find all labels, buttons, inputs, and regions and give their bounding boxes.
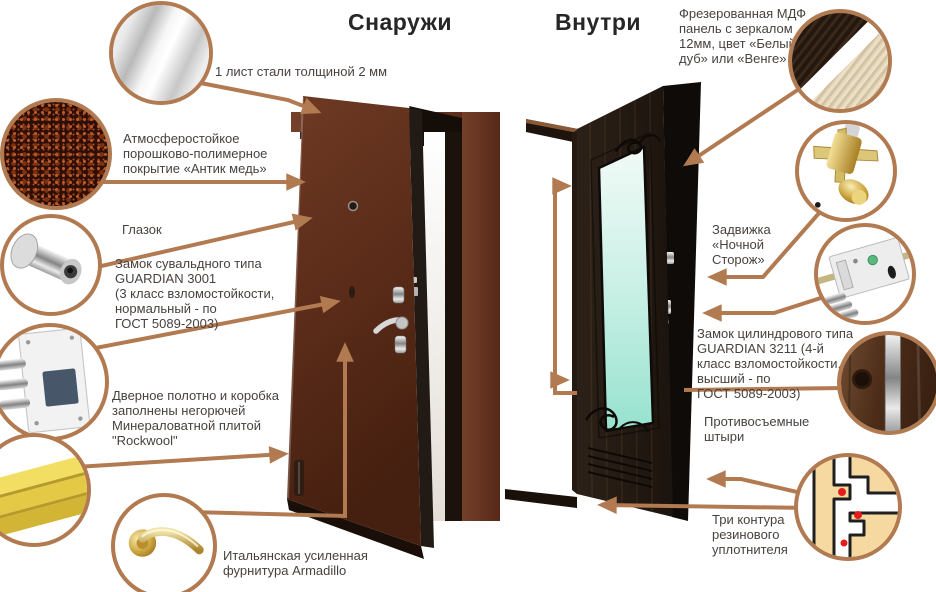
line-mineral-wool <box>59 446 289 470</box>
line-steel <box>184 78 322 115</box>
cylinder-lock-icon <box>818 237 912 321</box>
mdf-wood-samples-thumbnail <box>788 9 892 113</box>
copper-texture-icon <box>4 102 108 206</box>
suvald-lock-thumbnail <box>0 323 109 441</box>
callout-steel-sheet: 1 лист стали толщиной 2 мм <box>215 64 388 79</box>
callout-mdf-panel: Фрезерованная МДФ панель с зеркалом 12мм… <box>679 6 807 66</box>
night-latch-thumbnail <box>795 120 897 222</box>
peephole-icon <box>10 233 82 285</box>
cylinder-lock-thumbnail <box>814 223 916 325</box>
seal-diagram-icon <box>812 457 898 557</box>
callout-mineral-wool: Дверное полотно и коробка заполнены него… <box>112 388 279 448</box>
callout-night-latch: Задвижка «Ночной Сторож» <box>712 222 771 267</box>
night-latch-icon <box>813 124 879 208</box>
section-title-inside: Внутри <box>555 9 642 35</box>
gold-handle-icon <box>128 527 204 557</box>
line-seal-short <box>706 470 811 497</box>
mineral-wool-icon <box>0 449 87 543</box>
callout-cylinder-lock: Замок цилиндрового типа GUARDIAN 3211 (4… <box>697 326 854 401</box>
callout-hardware: Итальянская усиленная фурнитура Armadill… <box>223 548 368 578</box>
line-handle <box>189 342 354 519</box>
line-pins-right <box>683 386 846 392</box>
line-night-latch <box>707 210 822 286</box>
seal-cross-section-thumbnail <box>794 453 902 561</box>
anti-removal-pin-thumbnail <box>837 331 936 435</box>
peephole-thumbnail <box>0 214 102 316</box>
steel-sheet-icon <box>113 5 209 101</box>
inside-door-photo <box>505 82 701 521</box>
line-cylinder-lock <box>702 293 831 322</box>
mineral-wool-thumbnail <box>0 433 91 547</box>
line-pins-riser <box>552 177 577 395</box>
antik-copper-coating-thumbnail <box>0 98 112 210</box>
line-seal-long <box>597 496 811 514</box>
callout-anti-removal-pins: Противосъемные штыри <box>704 414 810 444</box>
callout-coating: Атмосферостойкое порошково-полимерное по… <box>123 131 268 176</box>
line-suvald-lock <box>84 295 341 352</box>
suvald-lock-icon <box>0 327 91 434</box>
line-mdf-panel <box>683 83 807 167</box>
line-peephole <box>74 213 313 274</box>
callout-rubber-seal: Три контура резинового уплотнителя <box>712 512 788 557</box>
steel-sheet-thumbnail <box>109 1 213 105</box>
anti-removal-pin-icon <box>841 335 936 431</box>
callout-peephole: Глазок <box>122 222 162 237</box>
door-handle-thumbnail <box>111 493 217 592</box>
section-title-outside: Снаружи <box>348 9 453 35</box>
callout-suvald-lock: Замок сувальдного типа GUARDIAN 3001 (3 … <box>115 256 275 331</box>
